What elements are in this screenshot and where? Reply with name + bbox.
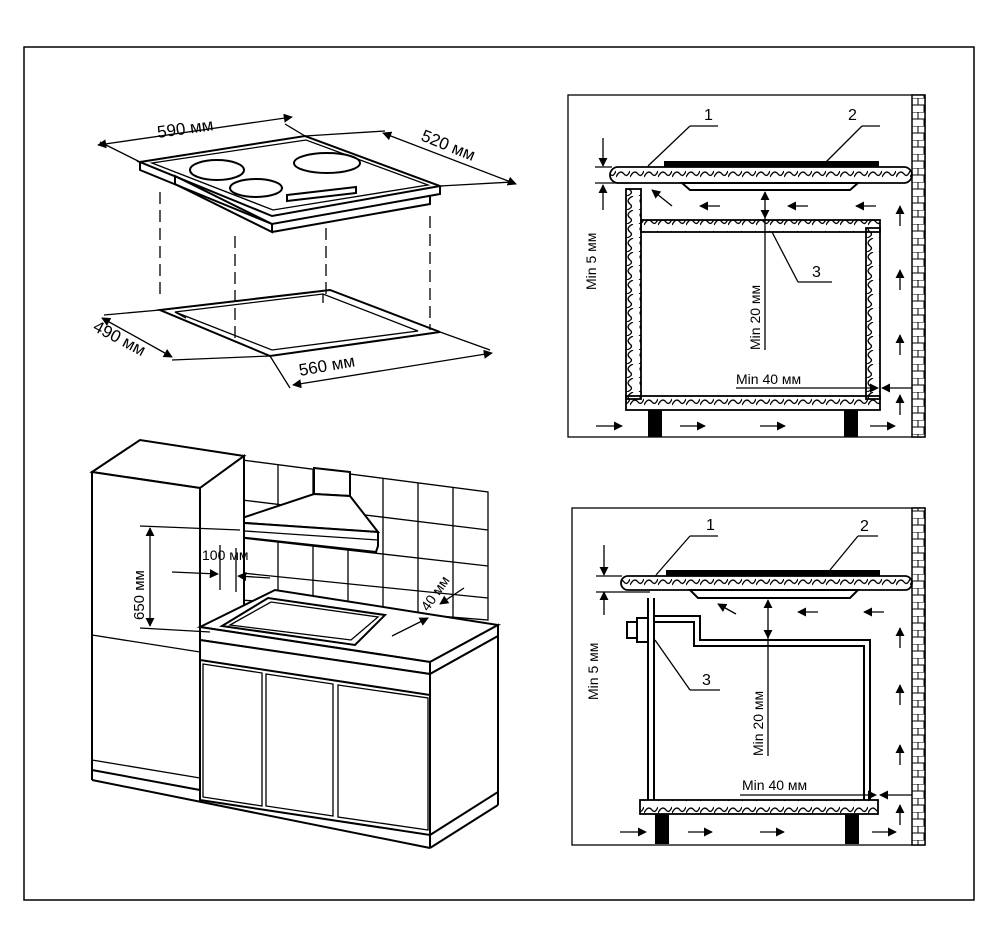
kitchen-drawing: 650 мм 100 мм 40 мм: [89, 438, 502, 849]
hob-width-label: 590 мм: [156, 115, 215, 142]
hood-height-label: 650 мм: [131, 570, 148, 620]
top-callout-3: 3: [812, 264, 821, 281]
top-callout-1: 1: [704, 107, 713, 124]
hob-depth-label: 520 мм: [419, 126, 478, 165]
bottom-min5-label: Min 5 мм: [585, 643, 601, 700]
bottom-callout-3: 3: [702, 672, 711, 689]
brick-wall: [911, 507, 926, 846]
hob-drawing: 590 мм 520 мм 490 мм 560 мм: [90, 113, 517, 389]
top-callout-2: 2: [848, 107, 857, 124]
cutout-depth-label: 490 мм: [90, 317, 149, 360]
bottom-callout-1: 1: [706, 517, 715, 534]
bottom-callout-2: 2: [860, 518, 869, 535]
section-top: Min 5 мм Min 20 мм Min 40 мм 1 2 3: [567, 94, 926, 438]
top-min40-label: Min 40 мм: [736, 371, 801, 387]
top-min20-label: Min 20 мм: [747, 285, 763, 350]
brick-wall: [911, 94, 926, 438]
side-gap-label: 100 мм: [202, 547, 249, 563]
outer-frame: [23, 46, 975, 901]
bottom-min20-label: Min 20 мм: [750, 691, 766, 756]
section-bottom: Min 5 мм Min 20 мм Min 40 мм 1 2 3: [571, 507, 926, 846]
top-min5-label: Min 5 мм: [583, 233, 599, 290]
bottom-min40-label: Min 40 мм: [742, 777, 807, 793]
